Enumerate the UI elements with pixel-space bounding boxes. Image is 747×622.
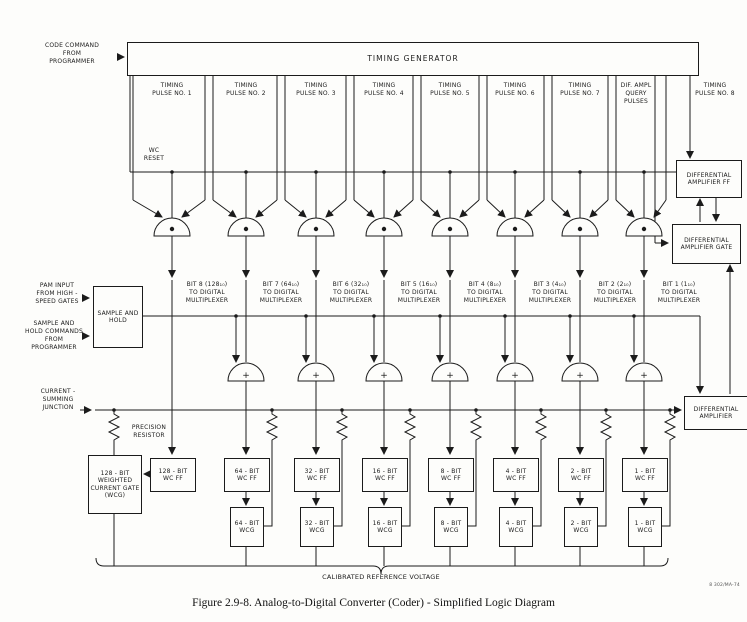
plus-sign: + (511, 371, 519, 381)
plus-sign: + (576, 371, 584, 381)
wc-set-gates (153, 217, 663, 237)
wiring-lines (95, 74, 700, 575)
weighted-current-gate-128-box: 128 - BIT WEIGHTED CURRENT GATE (WCG) (88, 455, 142, 514)
resistor-symbols (108, 409, 676, 445)
plus-sign: + (640, 371, 648, 381)
timing-generator-box: TIMING GENERATOR (127, 42, 699, 76)
plus-sign: + (312, 371, 320, 381)
figure-caption: Figure 2.9-8. Analog-to-Digital Converte… (192, 597, 555, 609)
sample-and-hold-box: SAMPLE AND HOLD (93, 286, 143, 348)
drawing-reference-number: 8 302/MA-74 (709, 583, 740, 588)
differential-amplifier-box: DIFFERENTIAL AMPLIFIER (684, 396, 747, 430)
summing-plus-gates: + + + + + + + (227, 362, 663, 382)
arrow-lines (80, 53, 734, 506)
junction-dots (112, 170, 672, 412)
calibrated-reference-voltage-label: CALIBRATED REFERENCE VOLTAGE (322, 573, 440, 581)
differential-amplifier-gate-box: DIFFERENTIAL AMPLIFIER GATE (672, 224, 741, 264)
plus-sign: + (242, 371, 250, 381)
differential-amplifier-ff-box: DIFFERENTIAL AMPLIFIER FF (676, 160, 742, 198)
plus-sign: + (380, 371, 388, 381)
plus-sign: + (446, 371, 454, 381)
calibrated-brace (95, 557, 669, 575)
